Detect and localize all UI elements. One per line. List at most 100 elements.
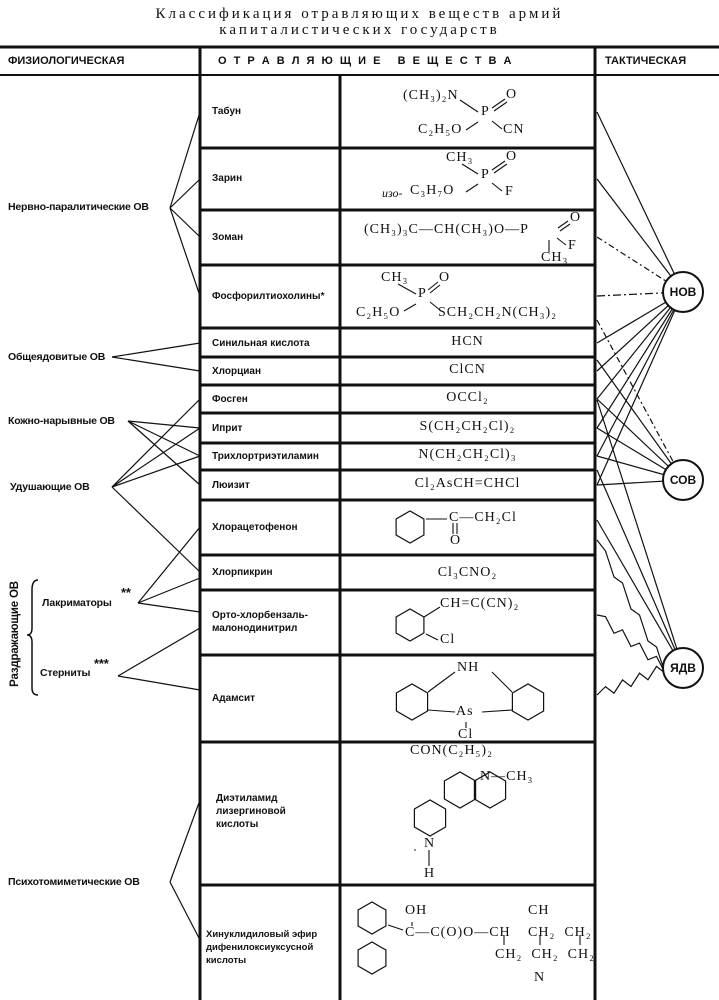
header-agents: О Т Р А В Л Я Ю Щ И Е В Е Щ Е С Т В А [218, 55, 514, 67]
formula-part: NH [457, 660, 480, 675]
formula-chloropicrin: Cl₃CNO₂ [437, 565, 498, 580]
formula-part: (CH₃)₂N [403, 88, 459, 103]
group-sternites: Стерниты [40, 667, 91, 679]
agent-name-phosphorylthiocholines: Фосфорилтиохолины* [212, 291, 325, 302]
irritant-bracket [26, 579, 39, 696]
connector-line [127, 420, 201, 429]
physiological-connectors [111, 111, 201, 941]
connector-line [169, 178, 201, 209]
header-physiological: ФИЗИОЛОГИЧЕСКАЯ [8, 55, 125, 67]
formula-part: CH=C(CN)₂ [440, 596, 520, 611]
formula-part: C—CH₂Cl [449, 510, 517, 525]
tactical-connector [596, 359, 684, 481]
group-lacrimators: Лакриматоры [42, 597, 112, 609]
group-choking: Удушающие ОВ [10, 481, 90, 493]
formula-part: CH [528, 903, 550, 918]
formula-part: CON(C₂H₅)₂ [410, 743, 493, 758]
tactical-connector [596, 291, 684, 400]
tactical-sov: СОВ [669, 473, 697, 487]
connector-line [117, 627, 201, 677]
connector-line [169, 881, 201, 941]
benzene-ring [357, 901, 387, 935]
connector-line [117, 675, 201, 691]
tactical-nov: НОВ [669, 285, 697, 299]
formula-part: F [568, 238, 577, 253]
benzene-ring [473, 771, 507, 809]
formula-trichlorotriethylamine: N(CH₂CH₂Cl)₃ [418, 447, 517, 462]
formula-hcn: HCN [451, 334, 484, 349]
formula-part: изо- [382, 186, 403, 200]
formula-part: O [506, 149, 518, 164]
formula-part: H [424, 866, 436, 881]
formula-part: P [418, 286, 427, 301]
chemical-bonds [387, 98, 581, 945]
connector-line [111, 356, 201, 372]
connector-line [169, 207, 201, 297]
benzene-rings [357, 510, 545, 975]
formula-lewisite: Cl₂AsCH=CHCl [414, 476, 521, 491]
table-grid [0, 45, 719, 1000]
lacrimators-footnote-mark: ** [121, 585, 131, 600]
formula-part: Cl [458, 727, 474, 742]
benzene-ring [395, 683, 429, 721]
formula-part: P [481, 167, 490, 182]
group-irritant: Раздражающие ОВ [8, 581, 21, 687]
formula-part: N [424, 836, 436, 851]
tactical-connector [596, 319, 684, 481]
formula-part: C₃H₇O [410, 183, 455, 198]
formula-part: P [481, 104, 490, 119]
formula-part: OH [405, 903, 428, 918]
connector-line [137, 526, 201, 604]
group-blister: Кожно-нарывные ОВ [8, 415, 115, 427]
benzene-ring [395, 510, 425, 544]
formula-part: CH₃ [381, 270, 409, 285]
tactical-connector [596, 291, 684, 429]
benzene-ring [395, 608, 425, 642]
agent-name-adamsite: Адамсит [212, 693, 256, 704]
formula-part: O [439, 270, 451, 285]
formula-part: O [570, 210, 582, 225]
connector-line [127, 420, 201, 457]
benzene-ring [357, 941, 387, 975]
agent-name-cs: Орто-хлорбензаль- малонодинитрил [212, 610, 308, 634]
connector-line [169, 111, 201, 209]
agent-name-chloroacetophenone: Хлорацетофенон [212, 522, 298, 533]
formula-part: Cl [440, 632, 456, 647]
connector-line [111, 427, 201, 488]
agent-name-chloropicrin: Хлорпикрин [212, 567, 273, 578]
tactical-connector [596, 178, 684, 293]
header-tactical: ТАКТИЧЕСКАЯ [605, 55, 687, 67]
formula-part: C₂H₅O [356, 305, 401, 320]
formula-clcn: ClCN [449, 362, 486, 377]
title-line-2: капиталистических государств [219, 22, 500, 38]
wavy-connector [596, 614, 666, 674]
connector-line [111, 486, 201, 573]
agent-name-lewisite: Люизит [212, 480, 250, 491]
agent-name-mustard: Иприт [212, 423, 243, 434]
agent-name-tabun: Табун [212, 106, 242, 117]
benzene-ring [413, 799, 447, 837]
formula-part: O [506, 87, 518, 102]
agent-name-hydrocyanic-acid: Синильная кислота [212, 338, 310, 349]
formula-part: N—CH₃ [480, 769, 534, 784]
formula-mustard: S(CH₂CH₂Cl)₂ [419, 419, 516, 434]
tactical-yadv: ЯДВ [670, 661, 696, 675]
formula-part: C₂H₅O [418, 122, 463, 137]
connector-line [111, 455, 201, 488]
wavy-connector [596, 665, 666, 696]
tactical-connector [596, 469, 684, 669]
tactical-connector [596, 291, 684, 457]
agent-name-trichlorotriethylamine: Трихлортриэтиламин [212, 451, 319, 462]
group-general: Общеядовитые ОВ [8, 351, 106, 363]
formula-part: CH₂ CH₂ [528, 925, 592, 940]
formula-part: As [456, 704, 474, 719]
formula-part: C—C(O)O—CH [405, 925, 511, 940]
agent-name-phosgene: Фосген [212, 394, 248, 405]
tactical-connector [596, 291, 684, 486]
tactical-connector [596, 399, 684, 669]
connector-line [137, 602, 201, 613]
title-line-1: Классификация отравляющих веществ армий [155, 6, 564, 22]
formula-part: F [505, 184, 514, 199]
connector-line [169, 207, 201, 238]
